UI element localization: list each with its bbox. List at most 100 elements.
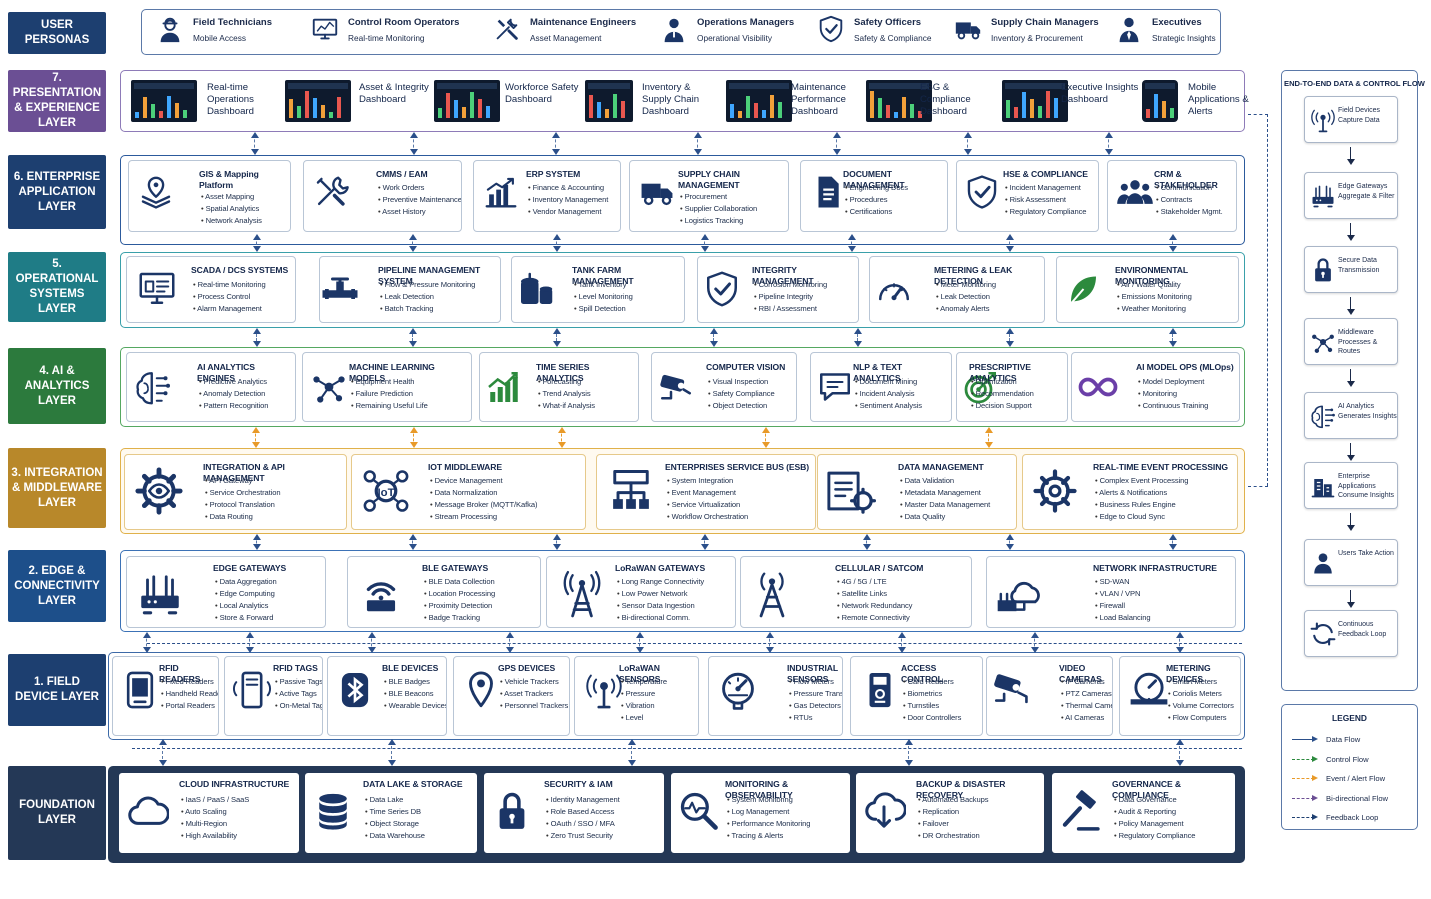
operational-card-3[interactable]: INTEGRITY MANAGEMENTCorrosion Monitoring… [697, 256, 859, 323]
enterprise-card-6[interactable]: CRM & STAKEHOLDERCommunicationContractsS… [1107, 160, 1237, 232]
foundation-card-5[interactable]: GOVERNANCE & COMPLIANCEData GovernanceAu… [1051, 772, 1236, 854]
edge-card-4[interactable]: NETWORK INFRASTRUCTURESD-WANVLAN / VPNFi… [986, 556, 1236, 628]
edge-item: Store & Forward [215, 612, 325, 624]
field-item: Personnel Trackers [500, 700, 569, 712]
edge-card-3[interactable]: CELLULAR / SATCOM4G / 5G / LTESatellite … [740, 556, 972, 628]
enterprise-card-5[interactable]: HSE & COMPLIANCEIncident ManagementRisk … [956, 160, 1099, 232]
field-item: Vehicle Trackers [500, 676, 569, 688]
ai-card-0[interactable]: AI ANALYTICS ENGINESPredictive Analytics… [126, 352, 296, 422]
arrow-down [854, 341, 862, 347]
flow-step-4[interactable]: AI Analytics Generates Insights [1304, 392, 1398, 439]
ai-card-4[interactable]: NLP & TEXT ANALYTICSDocument MiningIncid… [810, 352, 952, 422]
flow-step-2[interactable]: Secure Data Transmission [1304, 246, 1398, 293]
edge-item: Remote Connectivity [837, 612, 971, 624]
flow-step-1[interactable]: Edge Gateways Aggregate & Filter [1304, 172, 1398, 219]
operational-card-1[interactable]: PIPELINE MANAGEMENT SYSTEMFlow & Pressur… [319, 256, 501, 323]
tools-icon [492, 14, 522, 44]
edge-card-0[interactable]: EDGE GATEWAYSData AggregationEdge Comput… [126, 556, 326, 628]
ai-card-3[interactable]: COMPUTER VISIONVisual InspectionSafety C… [651, 352, 797, 422]
ai-card-6[interactable]: AI MODEL OPS (MLOps)Model DeploymentMoni… [1071, 352, 1240, 422]
flow-step-3[interactable]: Middleware Processes & Routes [1304, 318, 1398, 365]
flow-step-5[interactable]: Enterprise Applications Consume Insights [1304, 462, 1398, 509]
antenna-tower-icon [557, 569, 607, 619]
ai-card-2[interactable]: TIME SERIES ANALYTICSForecastingTrend An… [479, 352, 639, 422]
enterprise-card-4[interactable]: DOCUMENT MANAGEMENTEngineering DocsProce… [800, 160, 948, 232]
dashboard-card-2[interactable]: Workforce Safety Dashboard [434, 77, 578, 127]
field-items: Smart MetersCoriolis MetersVolume Correc… [1168, 676, 1240, 724]
user-icon [1309, 549, 1337, 577]
flow-step-0[interactable]: Field Devices Capture Data [1304, 96, 1398, 143]
flow-step-7[interactable]: Continuous Feedback Loop [1304, 610, 1398, 657]
enterprise-card-1[interactable]: CMMS / EAMWork OrdersPreventive Maintena… [303, 160, 462, 232]
enterprise-card-3[interactable]: SUPPLY CHAIN MANAGEMENTProcurementSuppli… [629, 160, 789, 232]
integration-title: REAL-TIME EVENT PROCESSING [1093, 462, 1228, 472]
enterprise-card-0[interactable]: GIS & Mapping PlatformAsset MappingSpati… [128, 160, 291, 232]
dashboard-card-1[interactable]: Asset & Integrity Dashboard [285, 77, 429, 127]
dashboard-card-7[interactable]: Mobile Applications & Alerts [1142, 77, 1282, 127]
foundation-card-1[interactable]: DATA LAKE & STORAGEData LakeTime Series … [304, 772, 478, 854]
ai-card-5[interactable]: PRESCRIPTIVE ANALYTICSOptimizationRecomm… [956, 352, 1068, 422]
arrow-up [251, 132, 259, 138]
field-card-2[interactable]: BLE DEVICESBLE BadgesBLE BeaconsWearable… [327, 656, 447, 736]
flow-step-text: Users Take Action [1338, 550, 1394, 557]
arrow-down [1169, 544, 1177, 550]
foundation-item: Audit & Reporting [1114, 806, 1235, 818]
integration-card-4[interactable]: REAL-TIME EVENT PROCESSING Complex Event … [1022, 454, 1238, 530]
dashboard-card-5[interactable]: ESG & Compliance Dashboard [866, 77, 1006, 127]
dashboard-title: Asset & Integrity Dashboard [359, 82, 429, 105]
operational-item: Alarm Management [193, 303, 295, 315]
field-card-4[interactable]: LoRaWAN SENSORSTemperaturePressureVibrat… [574, 656, 699, 736]
integration-card-0[interactable]: INTEGRATION & API MANAGEMENTAPI GatewayS… [124, 454, 347, 530]
dashboard-card-4[interactable]: Maintenance Performance Dashboard [726, 77, 866, 127]
field-card-8[interactable]: METERING DEVICESSmart MetersCoriolis Met… [1119, 656, 1241, 736]
field-item: RTUs [789, 712, 842, 724]
foundation-card-3[interactable]: MONITORING & OBSERVABILITYSystem Monitor… [670, 772, 851, 854]
dashboard-card-6[interactable]: Executive Insights Dashboard [1002, 77, 1142, 127]
edge-card-1[interactable]: BLE GATEWAYSBLE Data CollectionLocation … [347, 556, 541, 628]
access-panel-icon [869, 672, 891, 708]
foundation-card-4[interactable]: BACKUP & DISASTER RECOVERYAutomated Back… [855, 772, 1045, 854]
integration-item: Data Routing [205, 511, 346, 523]
edge-card-2[interactable]: LoRaWAN GATEWAYSLong Range ConnectivityL… [546, 556, 736, 628]
arrow-down [1169, 341, 1177, 347]
arrow-up [1031, 632, 1039, 638]
flow-step-6[interactable]: Users Take Action [1304, 539, 1398, 586]
operational-card-0[interactable]: SCADA / DCS SYSTEMSReal-time MonitoringP… [126, 256, 296, 323]
wrench-icon [316, 176, 349, 206]
integration-card-3[interactable]: DATA MANAGEMENTData ValidationMetadata M… [817, 454, 1017, 530]
field-card-6[interactable]: ACCESS CONTROLCard ReadersBiometricsTurn… [850, 656, 983, 736]
camera-icon [660, 374, 691, 400]
cloud-icon [128, 796, 169, 825]
dashboard-card-0[interactable]: Real-time Operations Dashboard [131, 77, 271, 127]
field-card-7[interactable]: VIDEO CAMERASIP CamerasPTZ CamerasTherma… [986, 656, 1113, 736]
foundation-card-0[interactable]: CLOUD INFRASTRUCTUREIaaS / PaaS / SaaSAu… [118, 772, 300, 854]
field-card-3[interactable]: GPS DEVICESVehicle TrackersAsset Tracker… [453, 656, 570, 736]
document-icon [818, 176, 839, 208]
ai-card-1[interactable]: MACHINE LEARNING MODELSEquipment HealthF… [302, 352, 472, 422]
enterprise-card-2[interactable]: ERP SYSTEMFinance & AccountingInventory … [473, 160, 621, 232]
flow-arrow [1346, 147, 1355, 165]
field-card-0[interactable]: RFID READERSFixed ReadersHandheld Reader… [112, 656, 219, 736]
operational-card-2[interactable]: TANK FARM MANAGEMENTTank InventoryLevel … [511, 256, 685, 323]
operational-card-4[interactable]: METERING & LEAK DETECTIONMeter Monitorin… [869, 256, 1045, 323]
foundation-card-2[interactable]: SECURITY & IAMIdentity ManagementRole Ba… [483, 772, 665, 854]
integration-items: Complex Event ProcessingAlerts & Notific… [1095, 475, 1237, 523]
dashboard-preview [134, 83, 194, 118]
field-card-1[interactable]: RFID TAGSPassive TagsActive TagsOn-Metal… [224, 656, 323, 736]
ai-item: Monitoring [1138, 388, 1239, 400]
operational-card-5[interactable]: ENVIRONMENTAL MONITORINGAir / Water Qual… [1056, 256, 1239, 323]
cloud-download-icon [865, 792, 906, 828]
dashboard-card-3[interactable]: Inventory & Supply Chain Dashboard [585, 77, 725, 127]
padlock-icon [1315, 258, 1331, 282]
field-card-5[interactable]: INDUSTRIAL SENSORSFlow MetersPressure Tr… [708, 656, 843, 736]
dashboard-thumbnail [726, 80, 792, 122]
integration-card-2[interactable]: ENTERPRISES SERVICE BUS (ESB)System Inte… [596, 454, 816, 530]
